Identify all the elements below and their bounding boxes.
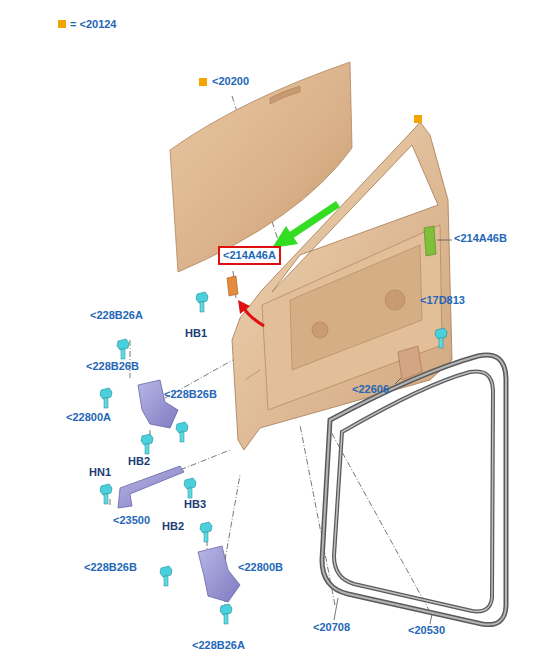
part-number: <228B26B [86, 360, 139, 373]
legend-swatch [58, 20, 66, 28]
part-number: <20200 [212, 75, 249, 88]
part-number: <22800B [238, 561, 283, 574]
part-number: <228B26B [84, 561, 137, 574]
part-number: <228B26A [192, 639, 245, 652]
part-number: <214A46B [454, 232, 507, 245]
part-number: <22800A [66, 411, 111, 424]
part-number: <20708 [313, 621, 350, 634]
fastener-code: HB2 [162, 520, 184, 533]
legend-text: = <20124 [70, 18, 117, 31]
fastener-code: HB1 [185, 327, 207, 340]
part-number: <17D813 [420, 294, 465, 307]
part-number: <23500 [113, 514, 150, 527]
part-number: <228B26B [164, 388, 217, 401]
part-number: <228B26A [90, 309, 143, 322]
fastener-code: HN1 [89, 466, 111, 479]
part-number: <22606 [352, 383, 389, 396]
fastener-code: HB2 [128, 455, 150, 468]
fastener-code: HB3 [184, 498, 206, 511]
highlight-box: <214A46A [218, 246, 281, 265]
part-number: <214A46A [223, 249, 276, 262]
part-number: <20530 [408, 624, 445, 637]
